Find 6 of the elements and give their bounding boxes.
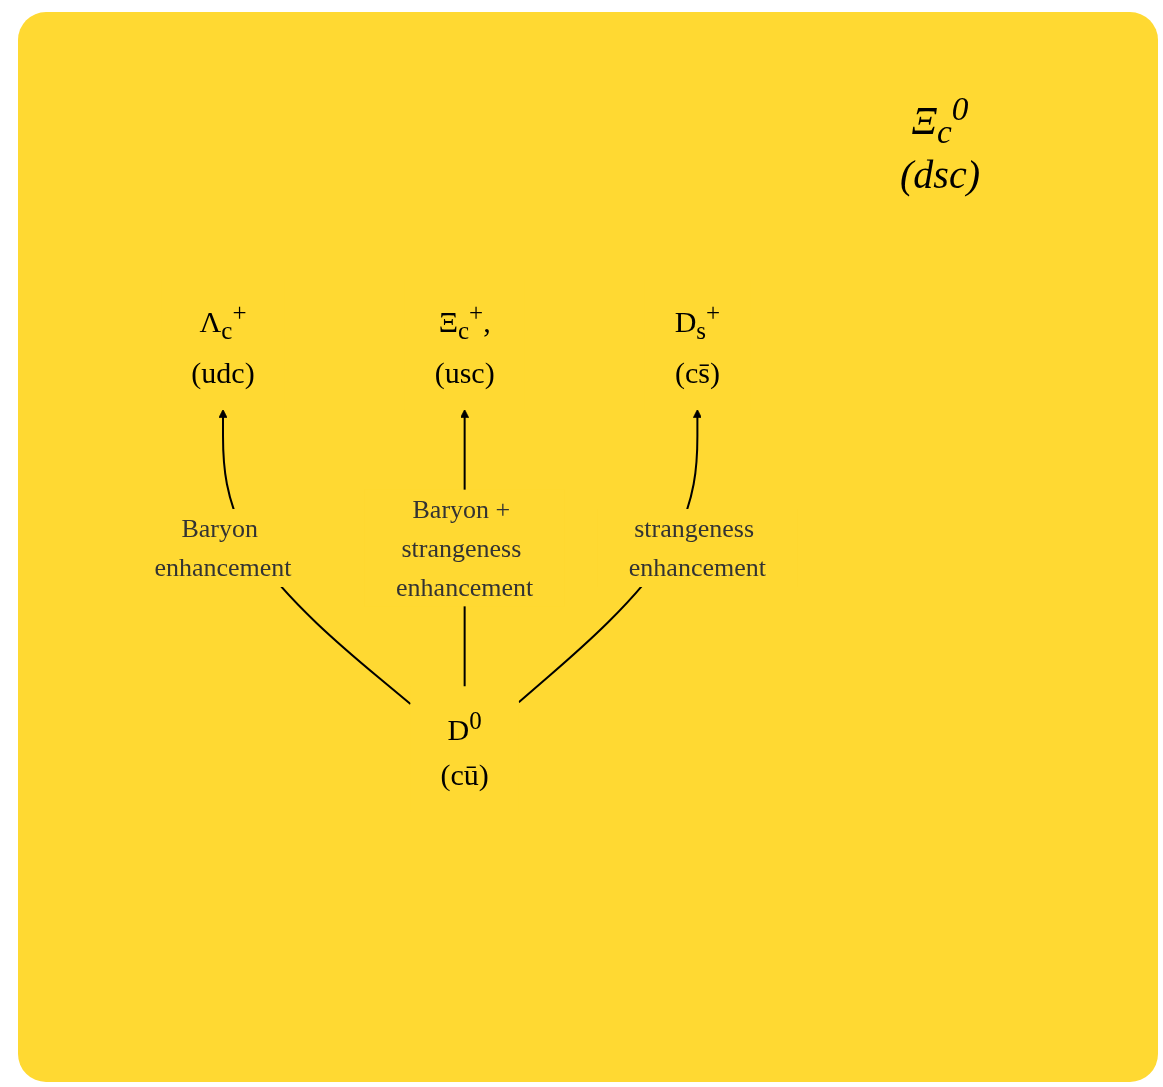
edge-label: Baryon + strangeness enhancement <box>395 494 534 602</box>
edge-label: Baryon enhancement <box>154 513 292 582</box>
node-text: Ξ$_{c}$$^{+}$, (usc) <box>434 298 495 389</box>
edge-label: strangeness enhancement <box>628 513 766 582</box>
particle-label: (dsc) <box>900 151 980 199</box>
node-text: D$^{0}$ (cū) <box>440 706 489 791</box>
